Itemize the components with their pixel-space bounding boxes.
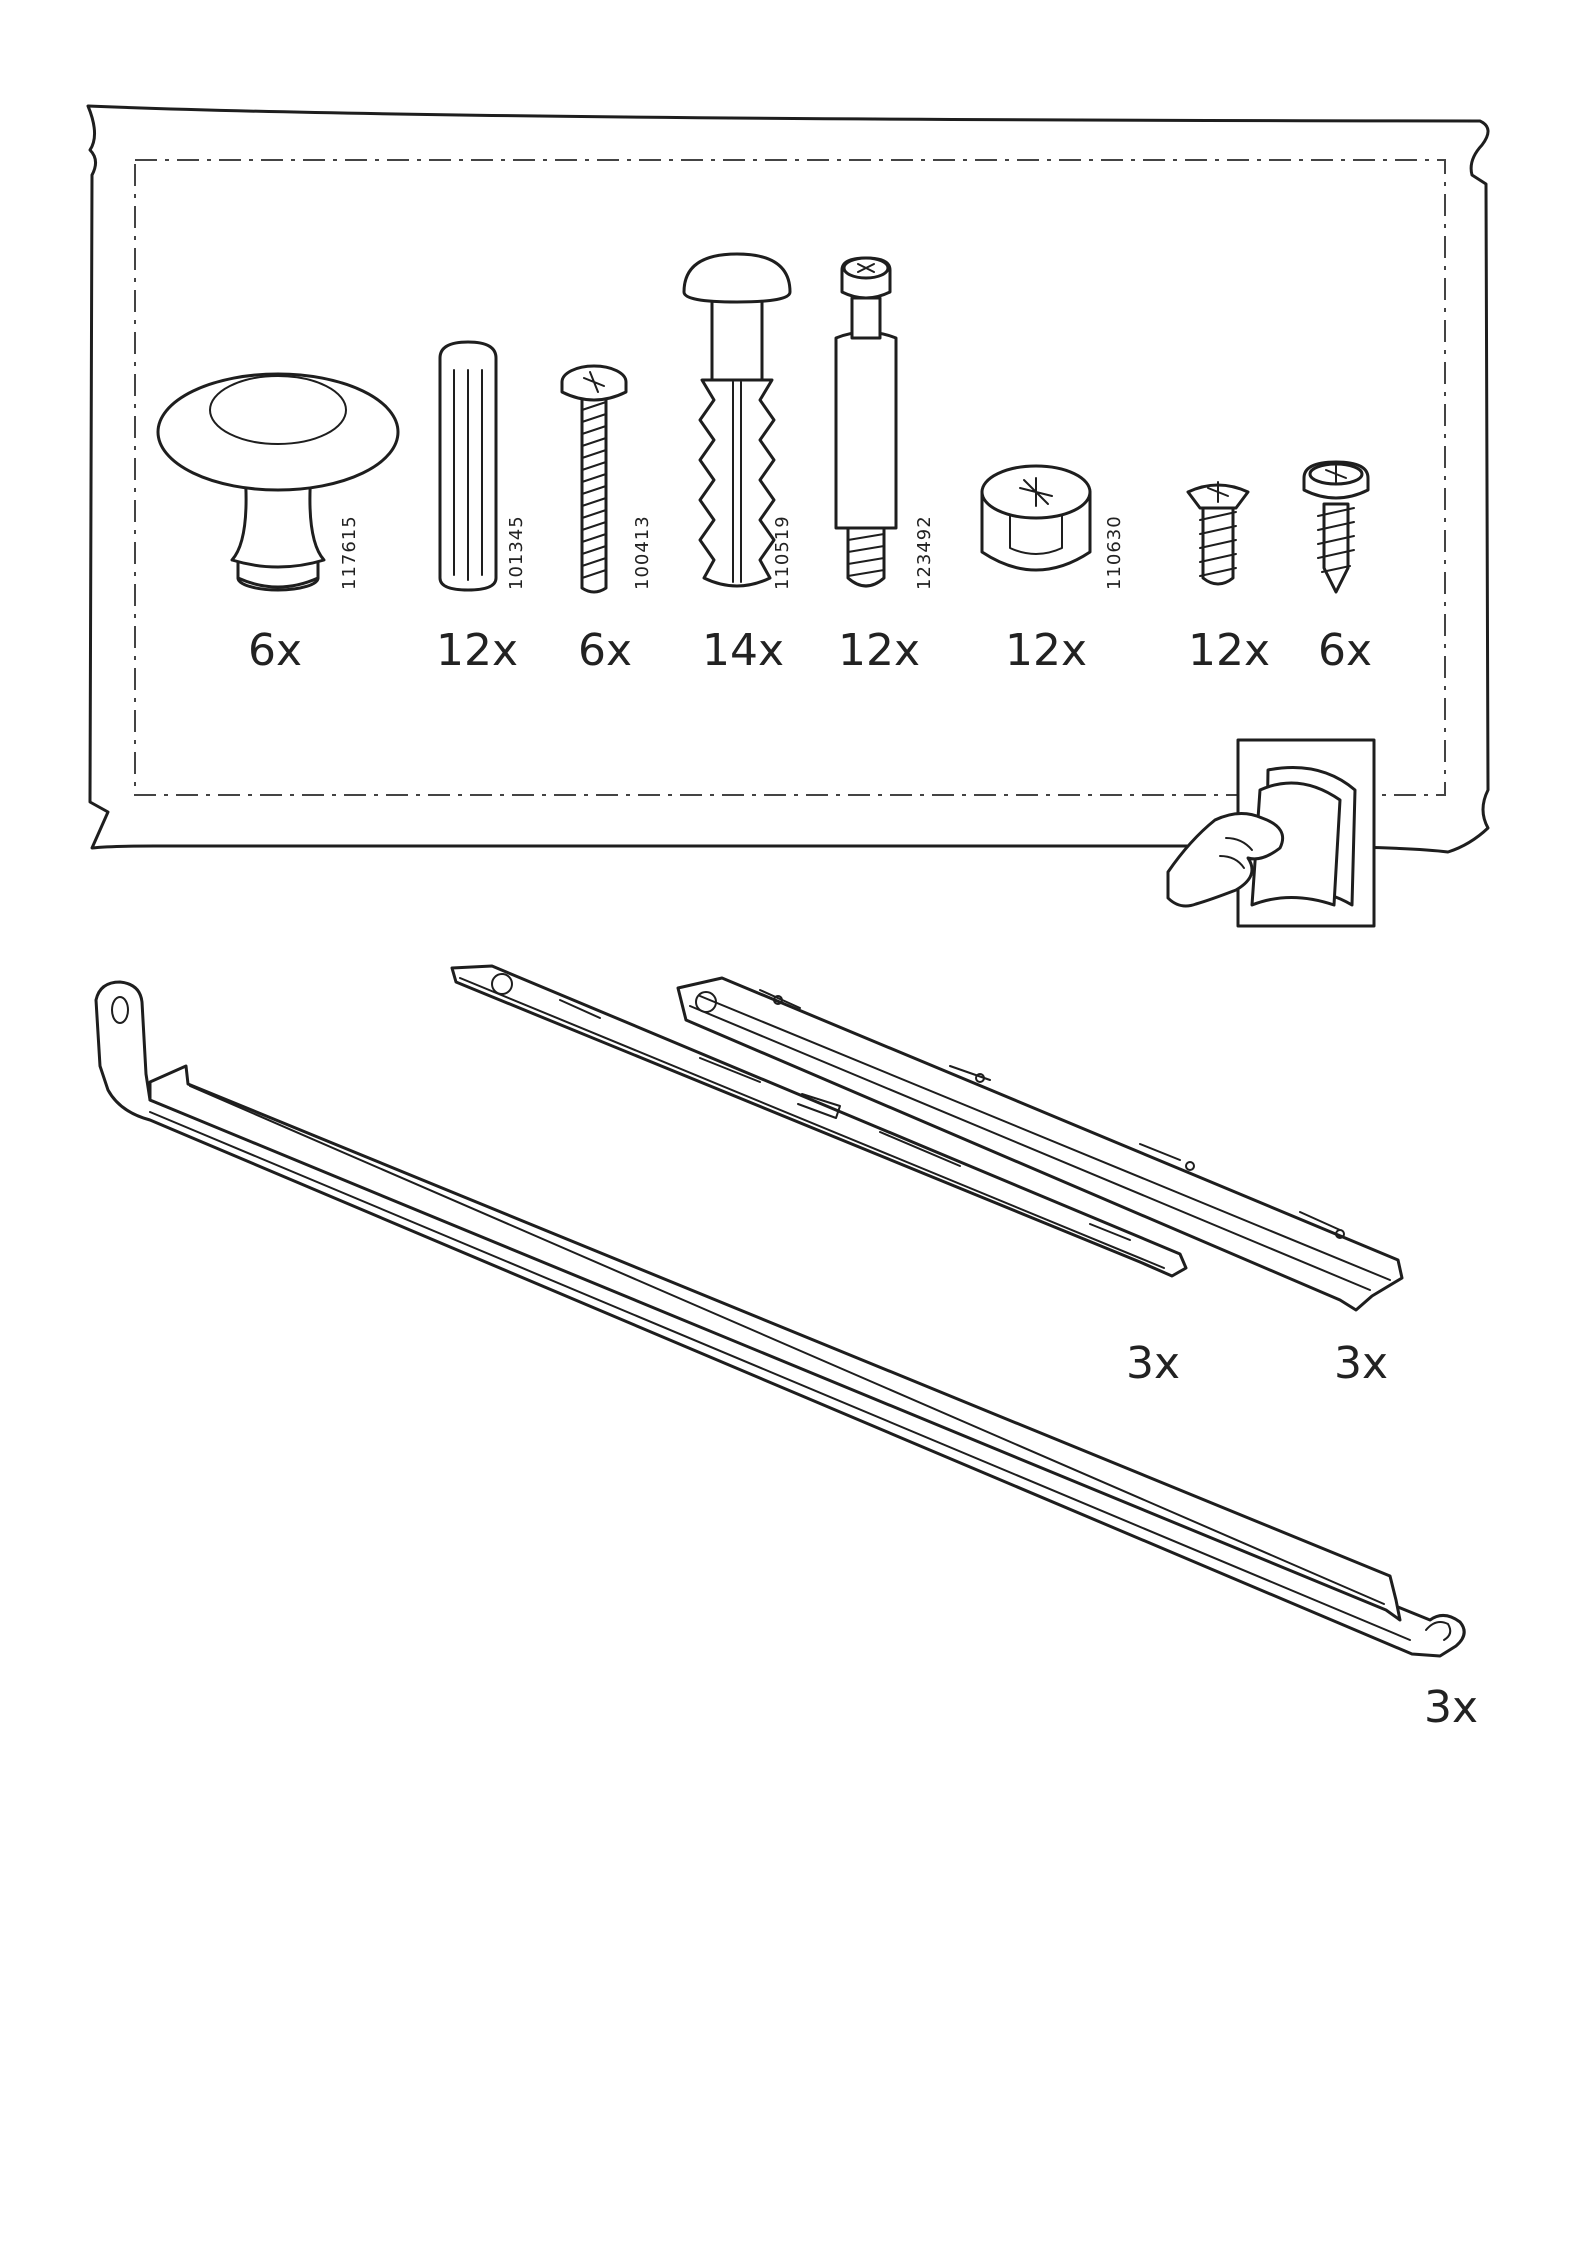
knob-icon bbox=[158, 374, 398, 590]
quantity-cam-bolt: 12x bbox=[838, 625, 920, 676]
drawer-runner-right-icon bbox=[678, 978, 1402, 1310]
quantity-knob: 6x bbox=[248, 625, 302, 676]
quantity-runner-left: 3x bbox=[1126, 1338, 1180, 1389]
turn-page-icon bbox=[1168, 740, 1374, 926]
machine-screw-icon bbox=[562, 366, 626, 592]
part-number-117615: 117615 bbox=[339, 515, 360, 590]
quantity-dowel: 12x bbox=[436, 625, 518, 676]
wood-dowel-icon bbox=[440, 342, 496, 590]
quantity-long-rail: 3x bbox=[1424, 1682, 1478, 1733]
cam-bolt-icon bbox=[836, 258, 896, 586]
part-number-101345: 101345 bbox=[506, 515, 527, 590]
part-number-110630: 110630 bbox=[1104, 515, 1125, 590]
quantity-runner-right: 3x bbox=[1334, 1338, 1388, 1389]
quantity-plastic-plug: 14x bbox=[702, 625, 784, 676]
short-screw-icon bbox=[1188, 482, 1248, 584]
part-number-110519: 110519 bbox=[772, 515, 793, 590]
quantity-cam-lock: 12x bbox=[1005, 625, 1087, 676]
quantity-short-screw: 12x bbox=[1188, 625, 1270, 676]
cam-lock-icon bbox=[982, 466, 1090, 570]
part-number-123492: 123492 bbox=[914, 515, 935, 590]
part-number-100413: 100413 bbox=[632, 515, 653, 590]
quantity-machine-screw: 6x bbox=[578, 625, 632, 676]
quantity-pan-head-screw: 6x bbox=[1318, 625, 1372, 676]
drawer-runner-left-icon bbox=[452, 966, 1186, 1276]
long-rail-icon bbox=[96, 982, 1464, 1656]
pan-head-screw-icon bbox=[1304, 462, 1368, 592]
